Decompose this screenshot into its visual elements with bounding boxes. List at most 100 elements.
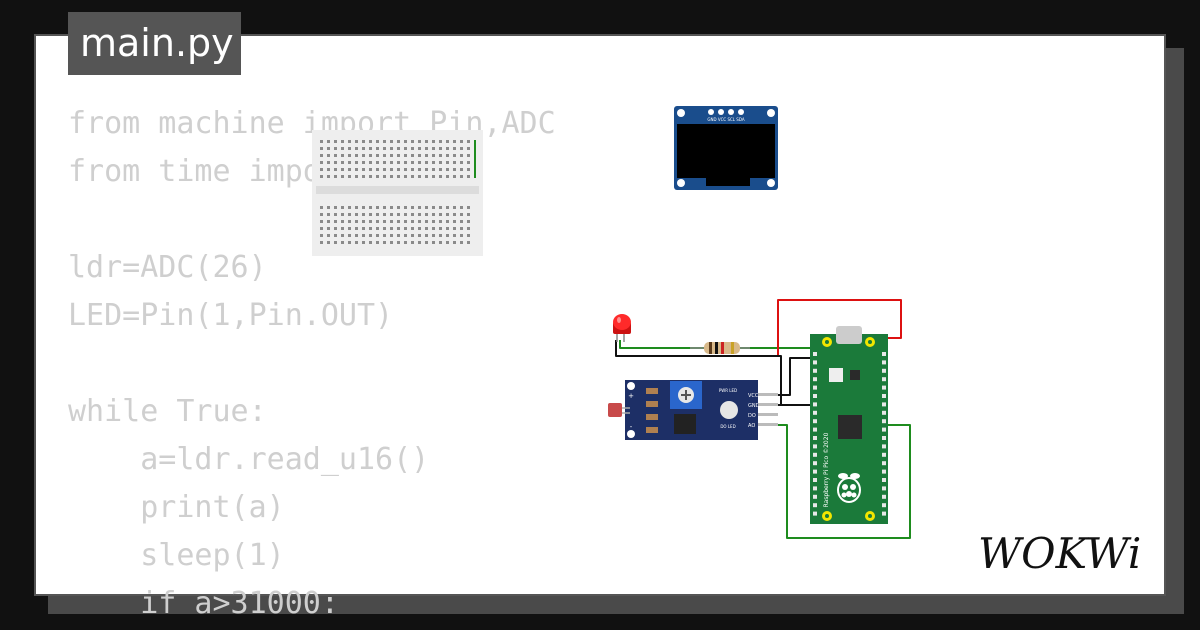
breadboard-hole [369, 220, 372, 223]
breadboard-hole [397, 140, 400, 143]
breadboard-hole [439, 206, 442, 209]
breadboard-hole [341, 175, 344, 178]
breadboard-hole [320, 227, 323, 230]
breadboard-hole [432, 213, 435, 216]
breadboard-hole [446, 140, 449, 143]
plus-label: + [628, 392, 634, 400]
breadboard-hole [411, 168, 414, 171]
breadboard-hole [320, 140, 323, 143]
breadboard-hole [453, 213, 456, 216]
breadboard-hole [334, 234, 337, 237]
breadboard-hole [432, 206, 435, 209]
breadboard-hole [460, 206, 463, 209]
file-tab-main-py[interactable]: main.py [68, 12, 241, 75]
breadboard-hole [369, 168, 372, 171]
pico-pin [882, 494, 886, 499]
breadboard-hole [439, 175, 442, 178]
breadboard-hole [446, 161, 449, 164]
breadboard-hole [397, 227, 400, 230]
breadboard-hole [411, 234, 414, 237]
breadboard-hole [334, 206, 337, 209]
breadboard-hole [432, 234, 435, 237]
breadboard-hole [411, 154, 414, 157]
breadboard-hole [446, 154, 449, 157]
breadboard-hole [460, 227, 463, 230]
breadboard-hole [390, 227, 393, 230]
pico-pin [882, 478, 886, 482]
breadboard-hole [446, 147, 449, 150]
breadboard-hole [418, 168, 421, 171]
breadboard-hole [439, 168, 442, 171]
breadboard-hole [327, 234, 330, 237]
breadboard-hole [383, 175, 386, 178]
breadboard-hole [397, 234, 400, 237]
breadboard-hole [369, 154, 372, 157]
breadboard-hole [348, 168, 351, 171]
breadboard-hole [376, 161, 379, 164]
do-led-label: DO LED [720, 424, 735, 429]
breadboard-hole [404, 140, 407, 143]
breadboard-hole [439, 154, 442, 157]
resistor[interactable] [690, 342, 750, 354]
breadboard-hole [362, 220, 365, 223]
breadboard-hole [362, 140, 365, 143]
breadboard-hole [397, 168, 400, 171]
pico-pin [882, 503, 886, 508]
pico-pin [882, 427, 886, 432]
breadboard-hole [411, 140, 414, 143]
breadboard-hole [334, 175, 337, 178]
breadboard-hole [341, 140, 344, 143]
breadboard-hole [327, 154, 330, 157]
breadboard-hole [411, 220, 414, 223]
breadboard-hole [362, 227, 365, 230]
pin-label-ao: AO [748, 423, 755, 429]
breadboard-hole [355, 161, 358, 164]
breadboard-hole [355, 140, 358, 143]
breadboard-hole [383, 220, 386, 223]
breadboard-hole [320, 154, 323, 157]
breadboard-hole [404, 147, 407, 150]
breadboard-hole [439, 220, 442, 223]
breadboard-hole [390, 161, 393, 164]
breadboard-hole [460, 154, 463, 157]
pwr-led-label: PWR LED [719, 388, 737, 393]
breadboard-hole [348, 220, 351, 223]
breadboard-hole [348, 234, 351, 237]
pico-pin [882, 368, 886, 373]
breadboard-hole [327, 241, 330, 244]
code-line: print(a) [68, 490, 285, 525]
pico-pin [882, 377, 886, 382]
breadboard-hole [439, 161, 442, 164]
red-led[interactable] [613, 314, 631, 342]
breadboard-hole [327, 175, 330, 178]
breadboard-hole [320, 241, 323, 244]
breadboard-hole [390, 168, 393, 171]
raspberry-pi-pico[interactable]: Raspberry Pi Pico ©2020 [810, 326, 888, 524]
breadboard-hole [383, 147, 386, 150]
pico-pin [882, 419, 886, 424]
breadboard[interactable] [312, 130, 483, 256]
breadboard-hole [348, 147, 351, 150]
breadboard-hole [383, 206, 386, 209]
breadboard-hole [397, 175, 400, 178]
breadboard-hole [334, 161, 337, 164]
ldr-sensor-module[interactable]: + - PWR LED DO LED VCC GND DO AO [608, 380, 778, 440]
breadboard-hole [453, 140, 456, 143]
breadboard-hole [369, 206, 372, 209]
breadboard-hole [411, 241, 414, 244]
breadboard-hole [348, 241, 351, 244]
wokwi-logo: WOKWi [978, 529, 1150, 582]
breadboard-hole [369, 213, 372, 216]
breadboard-hole [362, 206, 365, 209]
breadboard-hole [453, 168, 456, 171]
breadboard-hole [432, 168, 435, 171]
oled-display[interactable]: GND VCC SCL SDA [674, 106, 778, 190]
breadboard-hole [467, 175, 470, 178]
breadboard-hole [418, 234, 421, 237]
breadboard-hole [320, 206, 323, 209]
breadboard-hole [432, 241, 435, 244]
breadboard-hole [348, 213, 351, 216]
breadboard-hole [320, 147, 323, 150]
breadboard-hole [327, 147, 330, 150]
breadboard-hole [404, 213, 407, 216]
